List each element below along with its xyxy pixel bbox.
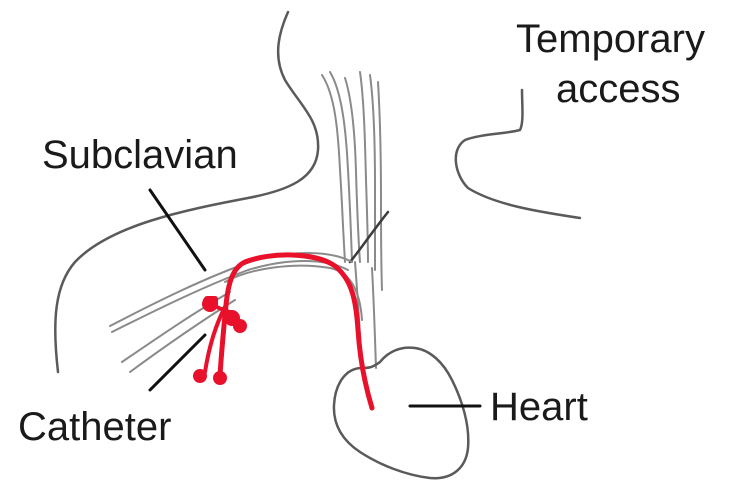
temporary-access-label-line2: access [556,67,681,111]
subclavian-label: Subclavian [42,133,238,177]
subclavian-leader-line [150,190,205,270]
heart-label: Heart [490,385,588,429]
heart-outline [334,348,468,479]
catheter-line [205,255,372,408]
neck-vessels [322,72,388,290]
temporary-access-label-line1: Temporary [516,17,705,61]
catheter-label: Catheter [18,405,171,449]
